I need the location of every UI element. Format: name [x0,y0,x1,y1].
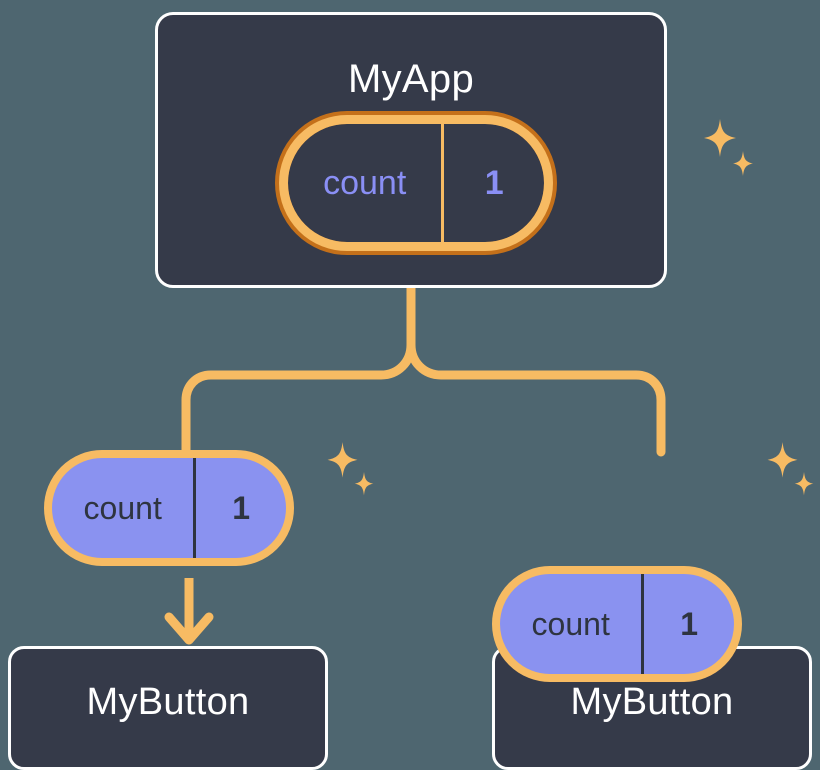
state-value-label: 1 [232,489,251,526]
state-value-label: 1 [680,605,699,642]
state-key-label: count [531,605,610,642]
state-pill-body: count 1 [492,566,742,682]
state-pill-child-right[interactable]: count 1 [492,566,820,682]
state-pill-body: count 1 [44,450,294,566]
component-card-myapp[interactable]: MyApp count 1 [155,12,753,288]
state-value-label: 1 [484,163,504,202]
state-pill-myapp[interactable]: count 1 [275,111,557,255]
component-title-myapp: MyApp [348,57,474,101]
state-key-label: count [323,163,407,202]
component-title-mybutton-right: MyButton [570,681,734,723]
state-pill-divider [441,124,445,242]
state-key-label: count [83,489,162,526]
arrow-left-head-icon [164,612,214,645]
state-pill-divider [193,458,197,558]
sparkle-icon [704,119,753,176]
state-pill-child-left[interactable]: count 1 [44,450,820,566]
state-pill-body: count 1 [275,111,557,255]
component-title-mybutton-left: MyButton [86,681,250,723]
component-card-mybutton-left[interactable]: MyButton [8,646,328,770]
tree-connector-path [181,282,666,457]
